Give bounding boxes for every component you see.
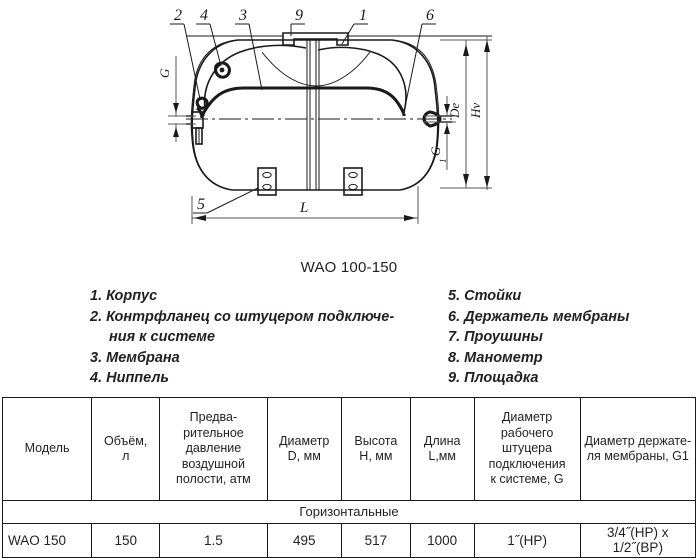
cell-model: WAO 150 xyxy=(1,523,93,558)
callout-9: 9 xyxy=(290,7,305,36)
column-header-membrane-holder: Диаметр держате- ля мембраны, G1 xyxy=(579,397,697,501)
cell-connection: 1˝(HP) xyxy=(473,523,581,558)
svg-text:G: G xyxy=(428,146,443,156)
legend-item: 5. Стойки xyxy=(448,288,522,304)
legend: 1. Корпус 2. Контрфланец со штуцером под… xyxy=(0,286,698,392)
legend-item: 9. Площадка xyxy=(448,370,539,387)
legend-item: 2. Контрфланец со штуцером подключе- ния… xyxy=(90,308,395,346)
svg-text:G: G xyxy=(157,68,172,78)
legend-item: 6. Держатель мембраны xyxy=(448,308,630,325)
group-label-horizontal: Горизонтальные xyxy=(2,500,696,524)
column-header-connection-diameter: Диаметр рабочего штуцера подключения к с… xyxy=(473,397,581,501)
svg-text:6: 6 xyxy=(426,7,434,24)
cell-pressure: 1.5 xyxy=(159,523,268,558)
svg-text:De: De xyxy=(447,103,462,119)
table-group-row: Горизонтальные xyxy=(2,500,696,524)
column-header-model: Модель xyxy=(1,397,93,501)
legend-column-left: 1. Корпус 2. Контрфланец со штуцером под… xyxy=(90,286,440,389)
svg-text:9: 9 xyxy=(295,7,303,24)
column-header-height: Высота H, мм xyxy=(340,397,411,501)
legend-column-right: 5. Стойки 6. Держатель мембраны 7. Проуш… xyxy=(448,286,698,389)
column-header-volume: Объём, л xyxy=(91,397,161,501)
figure-title: WAO 100-150 xyxy=(300,259,398,276)
cell-membrane-holder: 3/4˝(HP) x 1/2˝(BP) xyxy=(579,523,697,558)
callout-6: 6 xyxy=(403,7,436,113)
callout-5: 5 xyxy=(193,187,259,214)
technical-drawing: 2 4 3 9 1 6 5 G De xyxy=(0,0,698,250)
legend-item: 7. Проушины xyxy=(448,329,543,346)
legend-item: 1. Корпус xyxy=(90,288,158,304)
svg-text:3: 3 xyxy=(238,7,247,24)
callout-2: 2 xyxy=(170,7,201,100)
svg-text:L: L xyxy=(299,200,308,216)
legend-item: 8. Манометр xyxy=(448,349,543,366)
callout-4: 4 xyxy=(196,7,222,67)
column-header-length: Длина L,мм xyxy=(409,397,475,501)
cell-volume: 150 xyxy=(91,523,161,558)
svg-text:1: 1 xyxy=(438,159,448,164)
cell-length: 1000 xyxy=(409,523,475,558)
svg-text:2: 2 xyxy=(174,7,182,24)
column-header-pressure: Предва- рительное давление воздушной пол… xyxy=(159,397,268,501)
legend-item: 3. Мембрана xyxy=(90,349,180,366)
svg-text:Hv: Hv xyxy=(468,103,483,119)
callout-3: 3 xyxy=(235,7,263,91)
table-header-row: Модель Объём, л Предва- рительное давлен… xyxy=(1,397,697,501)
legend-item: 4. Ниппель xyxy=(90,370,170,387)
cell-diameter: 495 xyxy=(266,523,342,558)
column-header-diameter: Диаметр D, мм xyxy=(266,397,342,501)
specification-table: Модель Объём, л Предва- рительное давлен… xyxy=(1,397,697,558)
svg-text:5: 5 xyxy=(197,196,205,213)
cell-height: 517 xyxy=(340,523,411,558)
svg-text:4: 4 xyxy=(200,7,208,24)
svg-text:1: 1 xyxy=(359,7,367,24)
callout-1: 1 xyxy=(341,7,368,45)
table-row: WAO 150 150 1.5 495 517 1000 1˝(HP) 3/4˝… xyxy=(1,523,697,558)
